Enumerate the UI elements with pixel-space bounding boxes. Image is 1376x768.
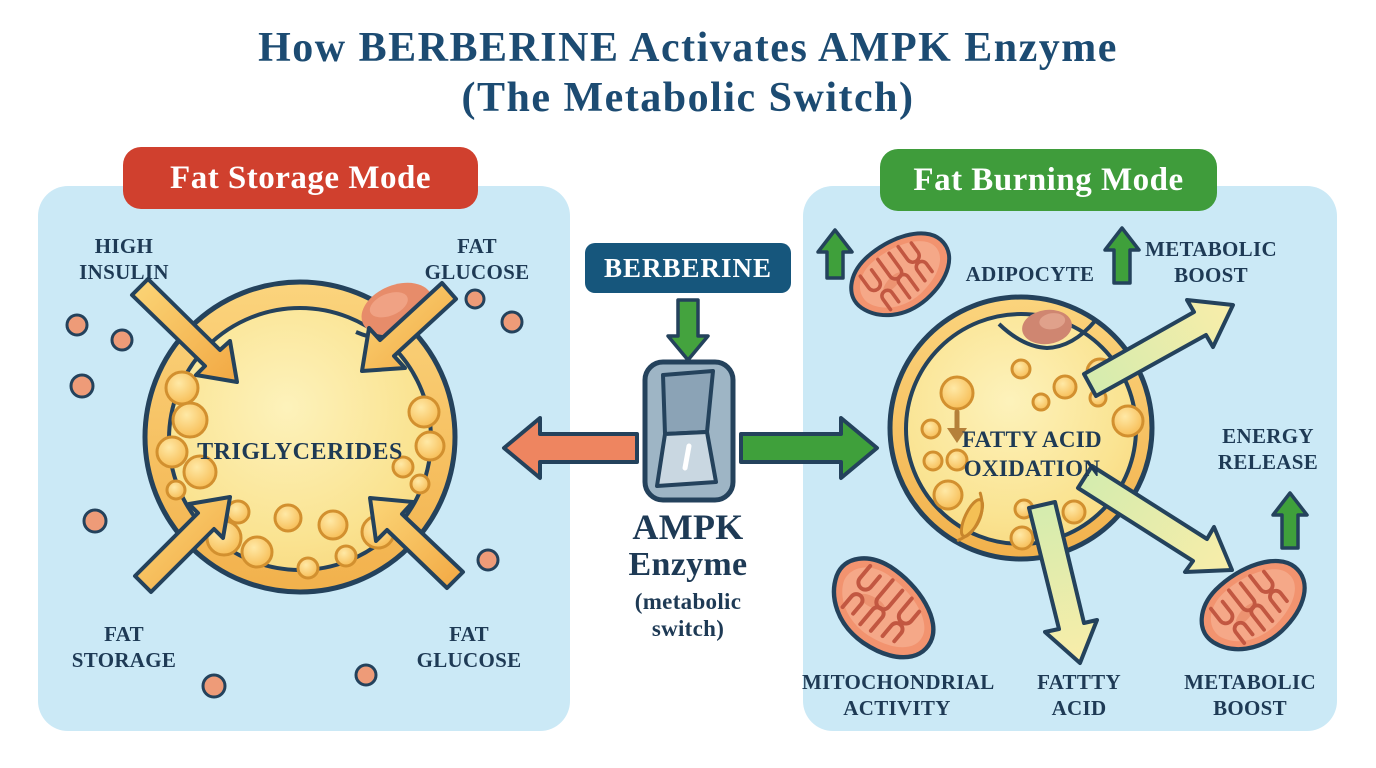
- label-high-insulin: HIGH INSULIN: [79, 234, 169, 285]
- label-fat-storage: FAT STORAGE: [71, 622, 177, 673]
- label-mitochondrial-activity: MITOCHONDRIAL ACTIVITY: [802, 670, 995, 721]
- label-fatty-acid-oxidation: FATTY ACID OXIDATION: [962, 427, 1102, 481]
- berberine-label: BERBERINE: [585, 243, 791, 293]
- fat-burning-mode-header: Fat Burning Mode: [880, 149, 1217, 211]
- fat-storage-mode-header: Fat Storage Mode: [123, 147, 478, 209]
- label-fatty-acid: FATTTY ACID: [1037, 670, 1121, 721]
- label-metabolic-switch: (metabolic switch): [634, 589, 742, 642]
- label-metabolic-boost-top: METABOLIC BOOST: [1145, 237, 1277, 288]
- label-triglycerides: TRIGLYCERIDES: [197, 439, 403, 465]
- label-enzyme: Enzyme: [628, 546, 748, 583]
- label-fat-glucose-top: FAT GLUCOSE: [424, 234, 530, 285]
- page-title: How BERBERINE Activates AMPK Enzyme (The…: [258, 25, 1118, 121]
- rocker-switch-icon: [642, 359, 736, 503]
- berberine-down-arrow-icon: [666, 298, 710, 362]
- label-ampk: AMPK: [632, 507, 744, 547]
- label-fat-glucose-bottom: FAT GLUCOSE: [416, 622, 522, 673]
- label-adipocyte: ADIPOCYTE: [965, 262, 1095, 286]
- label-metabolic-boost-bottom: METABOLIC BOOST: [1184, 670, 1316, 721]
- label-energy-release: ENERGY RELEASE: [1217, 424, 1319, 475]
